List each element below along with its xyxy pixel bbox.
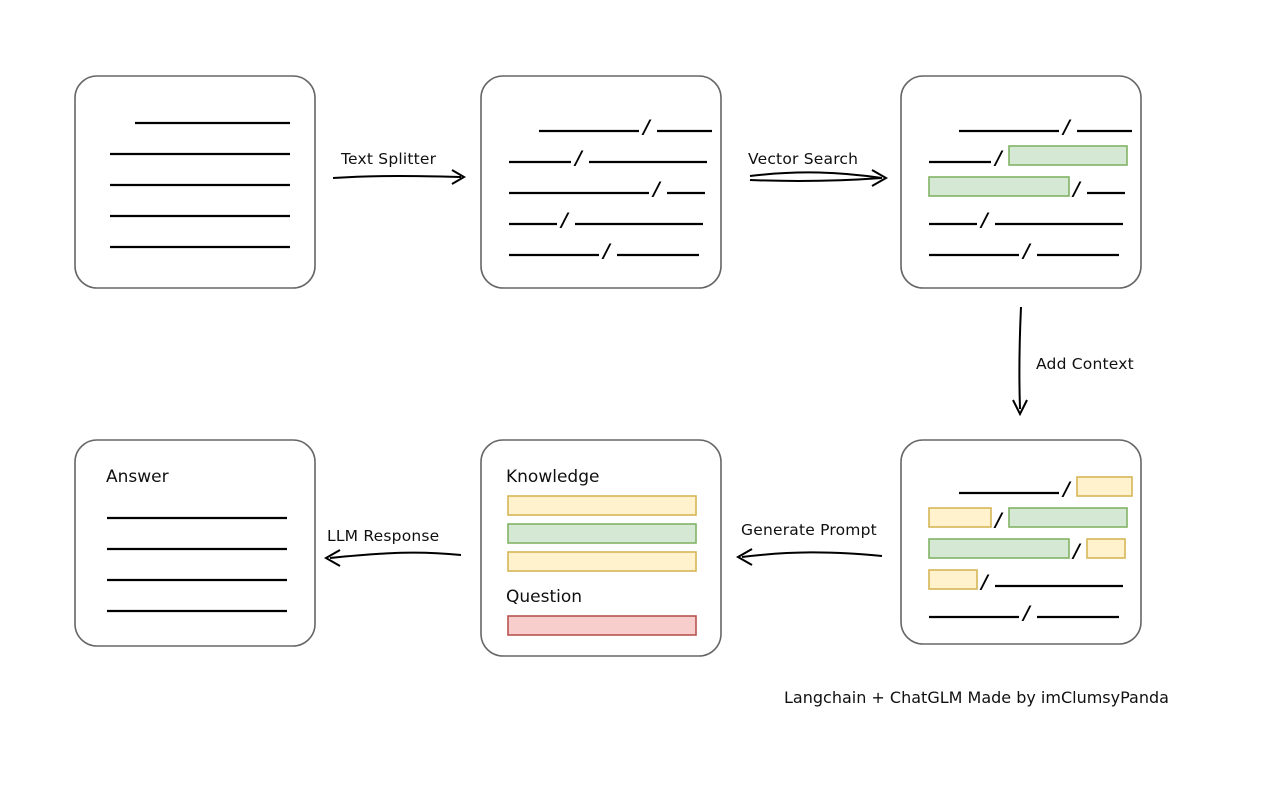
edge-add-context: Add Context [1012,306,1134,417]
context-row2-right [1008,507,1128,528]
matched-row2-right [1008,145,1128,166]
knowledge-bar-2 [507,523,697,544]
matched-row2-slash: / [993,147,1004,169]
split-document-frame[interactable] [480,75,722,289]
edge-llm-response-arrowhead [323,549,341,567]
matched-document-rows: / / / / / [928,116,1132,262]
edge-llm-response-label: LLM Response [327,527,439,545]
edge-vector-search-arrowhead [871,169,889,187]
matched-row5-slash: / [1021,240,1032,262]
context-row4-slash: / [979,571,990,593]
knowledge-bar-3 [507,551,697,572]
node-split-document[interactable]: / / / / / [480,75,722,289]
question-bars [507,615,697,636]
answer-lines [107,516,287,613]
context-row1-slash: / [1061,478,1072,500]
context-row1-right [1076,476,1133,497]
split-row1-slash: / [641,116,652,138]
edge-vector-search: Vector Search [748,150,889,187]
knowledge-bar-1 [507,495,697,516]
split-row4-slash: / [559,209,570,231]
knowledge-bars [507,495,697,572]
edge-vector-search-line-b [749,177,883,183]
edge-generate-prompt-arrowhead [735,548,753,566]
split-row3-slash: / [651,178,662,200]
edge-generate-prompt-label: Generate Prompt [741,521,877,539]
edge-generate-prompt: Generate Prompt [735,521,883,566]
matched-row3-left [928,176,1070,197]
edge-text-splitter-label: Text Splitter [340,150,437,168]
node-source-document[interactable] [74,75,316,289]
context-document-rows: / / / / / [928,476,1133,624]
split-document-rows: / / / / / [509,116,712,262]
matched-row4-slash: / [979,209,990,231]
source-document-frame[interactable] [74,75,316,289]
edge-vector-search-line-a [749,171,883,179]
matched-row3-slash: / [1071,178,1082,200]
edge-text-splitter-line [332,175,462,179]
context-row3-right [1086,538,1126,559]
answer-frame[interactable] [74,439,316,647]
edge-add-context-arrowhead [1012,399,1028,417]
context-row3-slash: / [1071,540,1082,562]
edge-generate-prompt-line [741,551,883,558]
node-matched-document[interactable]: / / / / / [900,75,1142,289]
source-document-lines [110,121,290,249]
answer-title: Answer [106,467,169,487]
edge-add-context-line [1018,306,1022,410]
edge-vector-search-label: Vector Search [748,150,858,168]
node-prompt[interactable]: Knowledge Question [480,439,722,657]
question-bar-1 [507,615,697,636]
edge-add-context-label: Add Context [1036,355,1134,373]
edge-text-splitter: Text Splitter [332,150,466,185]
diagram-caption: Langchain + ChatGLM Made by imClumsyPand… [784,688,1169,707]
edge-llm-response: LLM Response [323,527,462,567]
prompt-frame[interactable] [480,439,722,657]
split-row2-slash: / [573,147,584,169]
matched-row1-slash: / [1061,116,1072,138]
context-row4-left [928,569,978,590]
context-row2-slash: / [993,509,1004,531]
question-label: Question [506,587,582,607]
context-row5-slash: / [1021,602,1032,624]
edge-text-splitter-arrowhead [451,169,466,185]
split-row5-slash: / [601,240,612,262]
edge-llm-response-line [329,551,462,559]
node-answer[interactable]: Answer [74,439,316,647]
context-row2-left [928,507,992,528]
knowledge-label: Knowledge [506,467,599,487]
context-row3-left [928,538,1070,559]
node-context-document[interactable]: / / / / / [900,439,1142,645]
